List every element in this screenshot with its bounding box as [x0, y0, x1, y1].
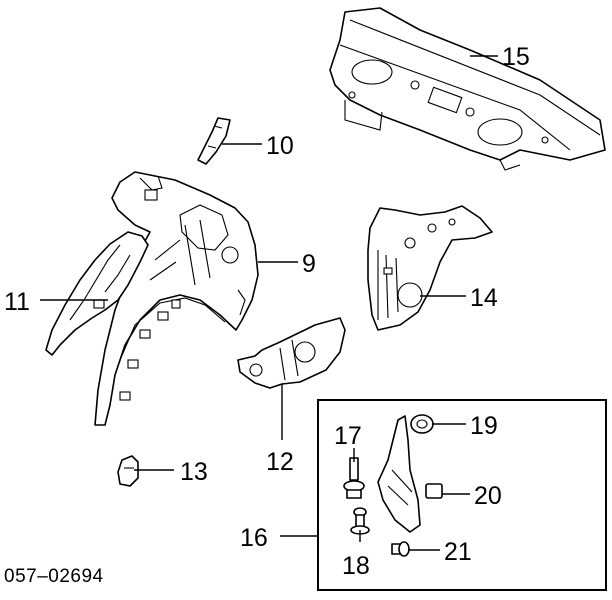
clip-21-drawing [391, 541, 410, 557]
clip-17-drawing [343, 457, 365, 499]
box-panel-drawing [377, 415, 421, 533]
quarter-inner-panel-drawing [94, 171, 259, 426]
rear-parcel-shelf-drawing [329, 7, 606, 171]
callout-17: 17 [334, 422, 362, 450]
callout-13: 13 [180, 458, 208, 486]
callout-12: 12 [266, 448, 294, 476]
callout-18: 18 [342, 552, 370, 580]
clip-20-drawing [425, 483, 443, 499]
bracket-drawing [197, 117, 231, 165]
fastener-group-box [317, 399, 607, 591]
callout-11: 11 [4, 288, 30, 316]
grommet-19-drawing [410, 414, 434, 434]
callout-14: 14 [470, 284, 498, 312]
small-panel-drawing [237, 317, 346, 389]
callout-16: 16 [240, 524, 268, 552]
callout-19: 19 [470, 412, 498, 440]
callout-10: 10 [266, 132, 294, 160]
callout-20: 20 [474, 482, 502, 510]
figure-code: 057–02694 [4, 566, 104, 587]
wheel-arch-outer-drawing [45, 231, 149, 356]
side-brace-panel-drawing [367, 205, 493, 331]
clip-bracket-drawing [117, 455, 139, 487]
callout-15: 15 [502, 43, 530, 71]
callout-21: 21 [444, 538, 472, 566]
callout-9: 9 [302, 250, 316, 278]
leader-lines [40, 55, 498, 551]
